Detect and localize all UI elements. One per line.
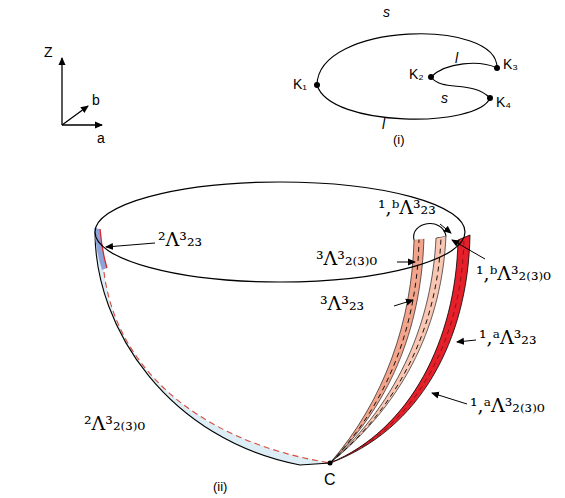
leader-arrow	[457, 340, 476, 342]
point-label: C	[324, 470, 336, 489]
band-label: ¹,ᵃΛ³₂₃	[479, 326, 537, 349]
point-label: K₂	[409, 66, 424, 83]
axis-label: a	[97, 130, 105, 147]
band-label: ²Λ³₂₍₃₎₀	[84, 412, 145, 435]
arc-label: s	[383, 4, 390, 21]
leaders	[106, 224, 485, 404]
b-axis	[62, 106, 88, 125]
point-label: K₄	[496, 94, 511, 111]
curve-arc	[431, 63, 497, 77]
curve-arc	[431, 77, 490, 98]
panel-label: (ii)	[213, 479, 227, 495]
axis-label: b	[92, 92, 100, 109]
salmon-band	[330, 236, 424, 463]
arc-label: s	[441, 90, 448, 107]
point-dot	[314, 82, 320, 88]
curve-arc	[317, 34, 497, 85]
arc-label: l	[382, 116, 385, 133]
band-label: ³Λ³₂₍₃₎₀	[316, 247, 377, 270]
band-label: ²Λ³₂₃	[158, 228, 202, 251]
axes	[62, 58, 102, 125]
curve-diagram	[317, 34, 497, 119]
arc-label: l	[455, 50, 458, 67]
leader-arrow	[432, 393, 467, 404]
leader-arrow	[106, 243, 155, 247]
red-band	[330, 235, 470, 463]
z-axis	[61, 58, 62, 125]
point-label: K₁	[293, 76, 307, 93]
point-dot	[428, 74, 434, 80]
axis-label: Z	[44, 44, 53, 61]
point-dot	[487, 95, 493, 101]
point-dot	[494, 65, 500, 71]
bowl-rim	[95, 182, 465, 282]
dashed-edge	[330, 238, 419, 463]
rim-fold	[414, 224, 446, 240]
band-label: ¹,ᵃΛ³₂₍₃₎₀	[470, 394, 545, 417]
curve-arc	[317, 85, 490, 119]
band-label: ³Λ³₂₃	[320, 292, 364, 315]
leader-arrow	[452, 240, 485, 259]
leader-arrow	[394, 300, 413, 306]
band-label: ¹,ᵇΛ³₂₍₃₎₀	[476, 262, 551, 285]
panel-label: (i)	[393, 132, 405, 148]
a-axis	[62, 124, 102, 125]
point-label: K₃	[503, 56, 518, 73]
point-dot	[328, 461, 333, 466]
band-label: ¹,ᵇΛ³₂₃	[378, 196, 436, 219]
dashed-edge	[330, 238, 464, 463]
curve-points	[314, 65, 500, 101]
leader-arrow	[440, 224, 451, 233]
leader-arrow	[397, 262, 415, 263]
